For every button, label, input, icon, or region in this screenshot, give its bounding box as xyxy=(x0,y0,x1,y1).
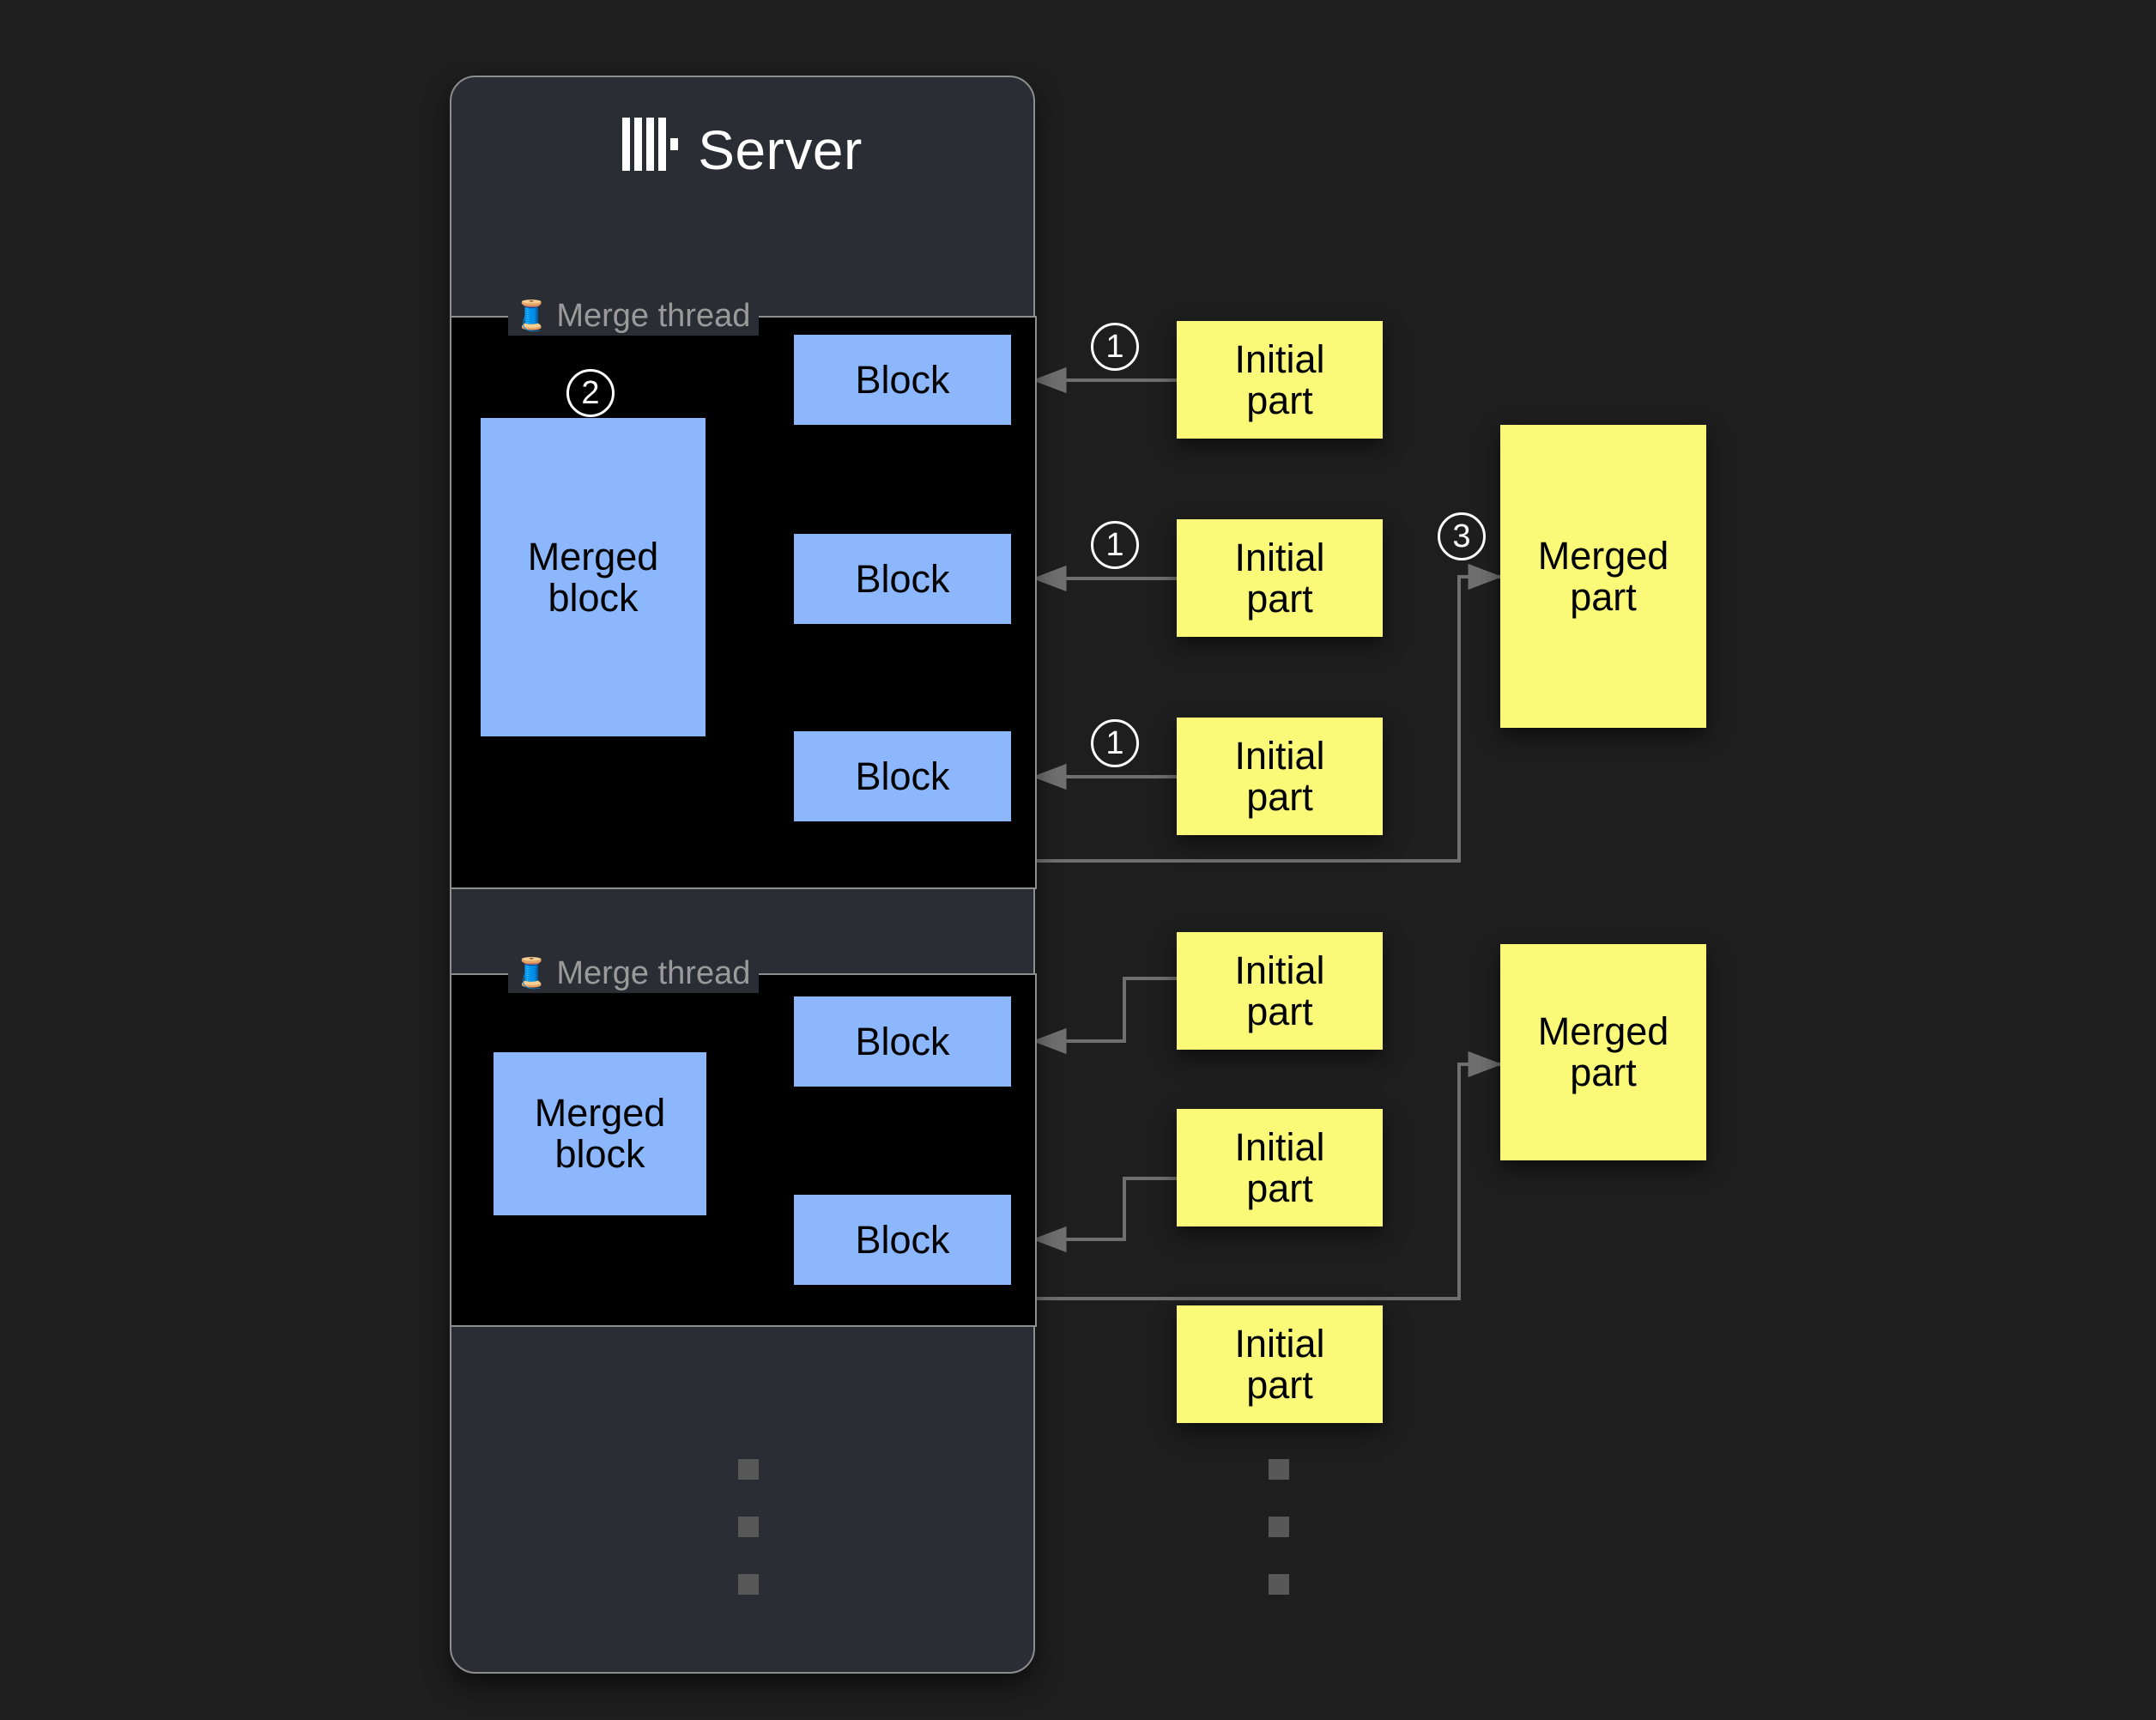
merged-part-2: Merged part xyxy=(1500,944,1706,1160)
merged-part-1: Merged part xyxy=(1500,425,1706,728)
block-1-1: Block xyxy=(794,335,1011,425)
ellipsis-dot xyxy=(1269,1574,1289,1595)
merged-block-2: Merged block xyxy=(494,1052,706,1215)
step-marker-2: 2 xyxy=(566,369,615,417)
clickhouse-logo-icon xyxy=(622,117,679,184)
step-marker-1-b: 1 xyxy=(1091,521,1139,569)
merged-block-1: Merged block xyxy=(481,418,706,736)
initial-part-1: Initial part xyxy=(1177,321,1383,439)
initial-part-6: Initial part xyxy=(1177,1305,1383,1423)
initial-part-3: Initial part xyxy=(1177,718,1383,835)
thread-spool-icon: 🧵 xyxy=(513,300,550,332)
initial-part-2: Initial part xyxy=(1177,519,1383,637)
merge-thread-2-label: 🧵 Merge thread xyxy=(508,954,760,993)
block-2-1: Block xyxy=(794,996,1011,1087)
block-1-2: Block xyxy=(794,534,1011,624)
ellipsis-dot xyxy=(1269,1517,1289,1537)
step-marker-1-c: 1 xyxy=(1091,719,1139,767)
merge-thread-1-label: 🧵 Merge thread xyxy=(508,296,760,336)
block-1-3: Block xyxy=(794,731,1011,821)
ellipsis-dot xyxy=(1269,1459,1289,1480)
ellipsis-dot xyxy=(738,1517,759,1537)
block-2-2: Block xyxy=(794,1195,1011,1285)
ellipsis-dot xyxy=(738,1574,759,1595)
server-title: Server xyxy=(450,107,1035,193)
initial-part-4: Initial part xyxy=(1177,932,1383,1050)
server-title-text: Server xyxy=(698,119,863,181)
step-marker-1-a: 1 xyxy=(1091,323,1139,371)
merge-thread-2-label-text: Merge thread xyxy=(556,954,751,991)
ellipsis-dot xyxy=(738,1459,759,1480)
parts-ellipsis xyxy=(1269,1459,1289,1632)
thread-spool-icon: 🧵 xyxy=(513,957,550,990)
step-marker-3: 3 xyxy=(1438,512,1486,560)
merge-thread-1-label-text: Merge thread xyxy=(556,297,751,334)
initial-part-5: Initial part xyxy=(1177,1109,1383,1226)
server-ellipsis xyxy=(738,1459,759,1632)
